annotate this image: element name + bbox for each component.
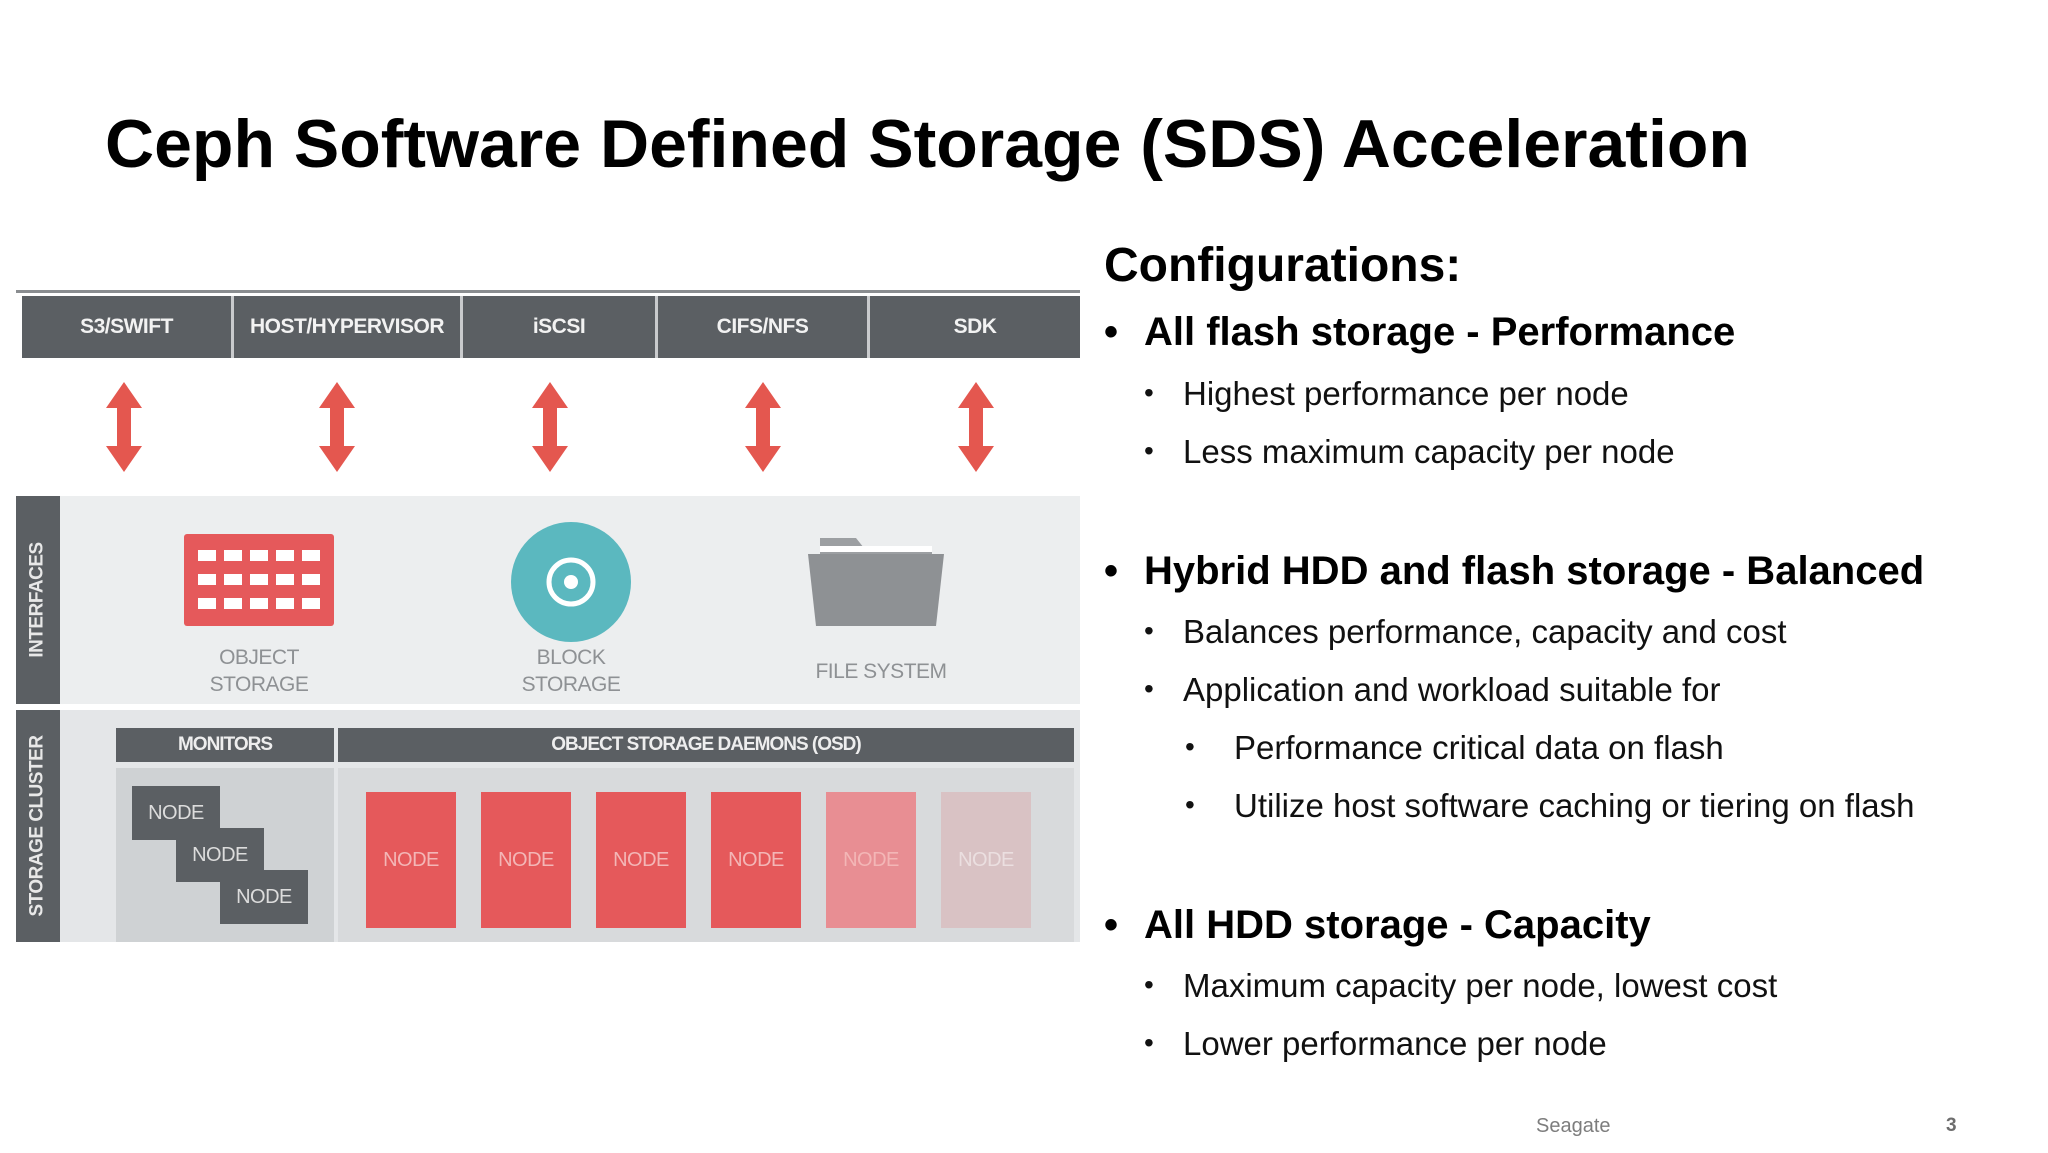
block-storage-label-line1: BLOCK: [536, 646, 606, 669]
block-storage-label: BLOCK STORAGE: [496, 644, 646, 698]
subitem-text: Utilize host software caching or tiering…: [1234, 787, 1915, 824]
bullet-icon: •: [1104, 903, 1119, 947]
protocol-host-hypervisor: HOST/HYPERVISOR: [234, 296, 463, 358]
item-text: Application and workload suitable for: [1183, 671, 1721, 708]
slide-title: Ceph Software Defined Storage (SDS) Acce…: [105, 106, 1750, 182]
bidirectional-arrow-icon: [106, 382, 142, 472]
bidirectional-arrow-icon: [532, 382, 568, 472]
object-storage-label-line1: OBJECT: [219, 646, 299, 669]
item-text: Maximum capacity per node, lowest cost: [1183, 967, 1778, 1004]
monitors-header: MONITORS: [116, 728, 334, 762]
protocol-cifs-nfs: CIFS/NFS: [658, 296, 870, 358]
protocol-s3-swift: S3/SWIFT: [22, 296, 234, 358]
page-number: 3: [1946, 1115, 1957, 1136]
bullet-icon: •: [1144, 673, 1154, 704]
diagram-top-rule: [16, 290, 1080, 293]
block-storage-label-line2: STORAGE: [521, 673, 621, 696]
protocol-iscsi: iSCSI: [463, 296, 658, 358]
interfaces-label-text: INTERFACES: [27, 542, 49, 658]
osd-node: NODE: [481, 792, 571, 928]
ceph-architecture-diagram: S3/SWIFT HOST/HYPERVISOR iSCSI CIFS/NFS …: [16, 290, 1080, 950]
bidirectional-arrow-icon: [745, 382, 781, 472]
bullet-icon: •: [1144, 969, 1154, 1000]
section-title-text: All HDD storage - Capacity: [1144, 903, 1651, 947]
object-storage-grid-icon: [184, 534, 334, 626]
storage-cluster-label-text: STORAGE CLUSTER: [27, 735, 49, 917]
monitor-node: NODE: [220, 870, 308, 924]
bullet-icon: •: [1144, 1027, 1154, 1058]
protocol-bar: S3/SWIFT HOST/HYPERVISOR iSCSI CIFS/NFS …: [22, 296, 1080, 358]
osd-node: NODE: [711, 792, 801, 928]
bullet-icon: •: [1104, 310, 1119, 354]
subitem-text: Performance critical data on flash: [1234, 729, 1724, 766]
section-title-text: All flash storage - Performance: [1144, 310, 1736, 354]
configurations-heading: Configurations:: [1104, 239, 1462, 292]
block-storage-disk-icon: [511, 522, 631, 642]
object-storage-label-line2: STORAGE: [209, 673, 309, 696]
bullet-icon: •: [1144, 435, 1154, 466]
folder-icon: [808, 538, 944, 626]
osd-node: NODE: [596, 792, 686, 928]
bullet-icon: •: [1185, 731, 1195, 762]
file-system-label: FILE SYSTEM: [815, 660, 947, 683]
item-text: Less maximum capacity per node: [1183, 433, 1675, 470]
storage-cluster-side-label: STORAGE CLUSTER: [16, 710, 60, 942]
section-title-text: Hybrid HDD and flash storage - Balanced: [1144, 549, 1925, 593]
osd-header: OBJECT STORAGE DAEMONS (OSD): [338, 728, 1074, 762]
bullet-icon: •: [1185, 789, 1195, 820]
item-text: Balances performance, capacity and cost: [1183, 613, 1787, 650]
bullet-icon: •: [1144, 377, 1154, 408]
bidirectional-arrow-icon: [958, 382, 994, 472]
protocol-sdk: SDK: [870, 296, 1080, 358]
object-storage-label: OBJECT STORAGE: [184, 644, 334, 698]
bullet-icon: •: [1104, 549, 1119, 593]
interfaces-side-label: INTERFACES: [16, 496, 60, 704]
bullet-icon: •: [1144, 615, 1154, 646]
bidirectional-arrow-icon: [319, 382, 355, 472]
item-text: Lower performance per node: [1183, 1025, 1607, 1062]
osd-node: NODE: [826, 792, 916, 928]
item-text: Highest performance per node: [1183, 375, 1629, 412]
osd-node: NODE: [366, 792, 456, 928]
osd-node: NODE: [941, 792, 1031, 928]
footer-brand: Seagate: [1536, 1115, 1611, 1137]
